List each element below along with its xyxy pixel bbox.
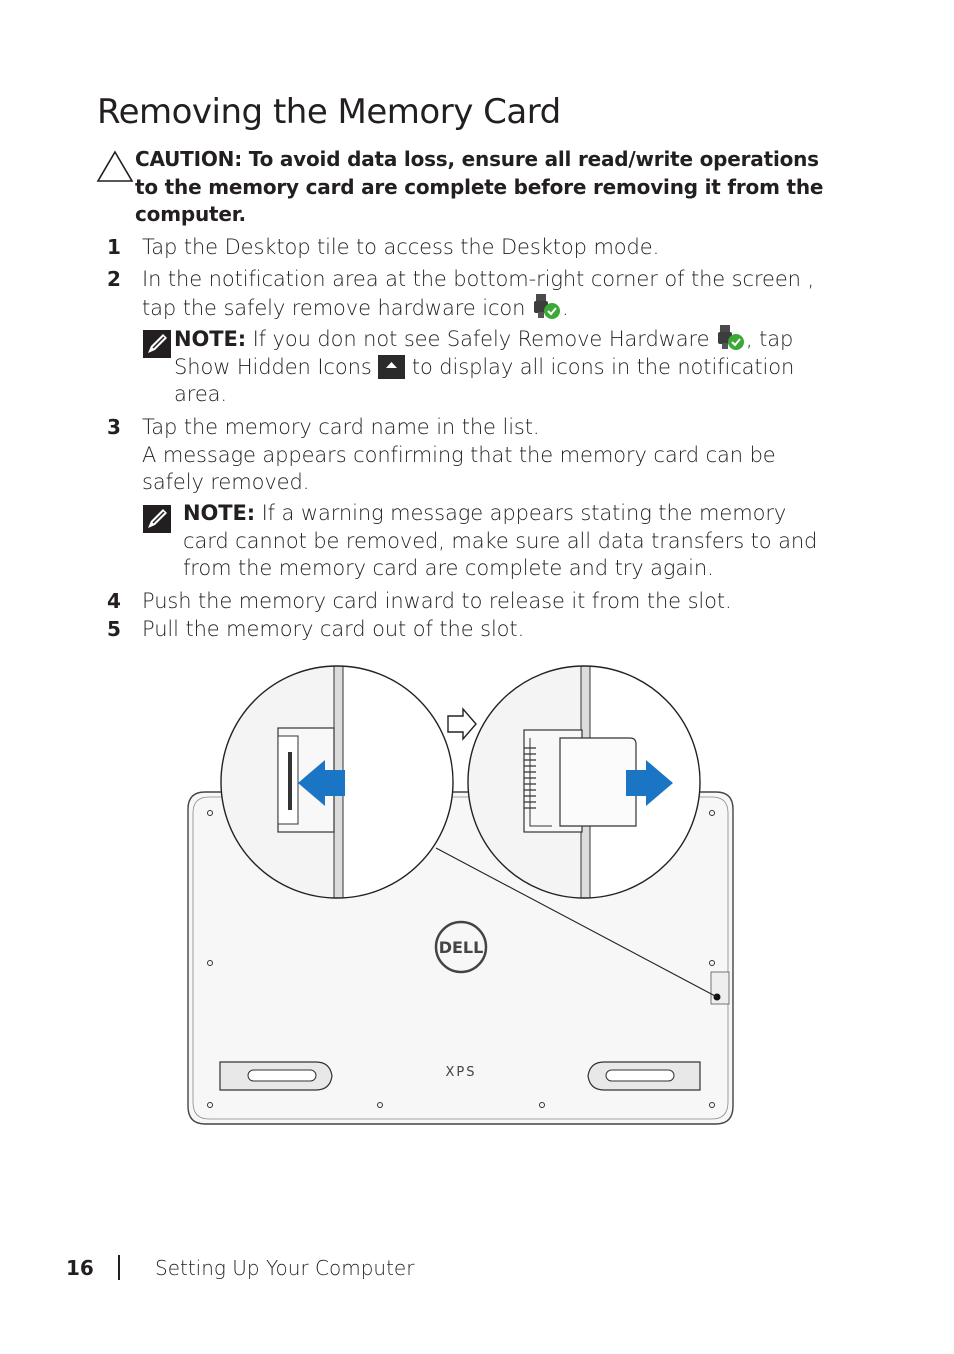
safely-remove-hardware-icon (533, 293, 560, 319)
note-label: NOTE: (183, 501, 255, 525)
caution-body: To avoid data loss, ensure all read/writ… (135, 147, 824, 226)
next-step-arrow-icon (447, 707, 477, 741)
step-number: 4 (107, 589, 121, 613)
note-icon (143, 330, 171, 358)
show-hidden-icons-icon (378, 354, 406, 379)
footer-section: Setting Up Your Computer (155, 1256, 415, 1280)
caution-block: CAUTION: To avoid data loss, ensure all … (135, 146, 835, 229)
page-title: Removing the Memory Card (97, 92, 561, 132)
note-icon (143, 505, 171, 533)
step-text: Push the memory card inward to release i… (142, 589, 732, 613)
step-text: Tap the Desktop tile to access the Deskt… (142, 235, 660, 259)
svg-text:DELL: DELL (439, 938, 484, 957)
step-number: 1 (107, 235, 121, 259)
page-number: 16 (66, 1256, 94, 1280)
step-number: 3 (107, 415, 121, 439)
push-arrow (298, 760, 345, 806)
step-text: In the notification area at the bottom-r… (142, 267, 815, 320)
step-number: 5 (107, 617, 121, 641)
zoom-circle-push (220, 665, 454, 899)
footer-divider (118, 1255, 120, 1280)
caution-icon (96, 150, 134, 182)
safely-remove-hardware-icon (718, 325, 744, 350)
step-text: Tap the memory card name in the list. A … (142, 415, 776, 494)
dell-logo: DELL (434, 920, 488, 974)
note-block: NOTE: If you don not see Safely Remove H… (174, 325, 795, 406)
step-number: 2 (107, 267, 121, 291)
note-label: NOTE: (174, 327, 246, 351)
xps-logo: XPS (446, 1065, 477, 1080)
step-text: Pull the memory card out of the slot. (142, 617, 525, 641)
pull-arrow (626, 760, 673, 806)
caution-label: CAUTION: (135, 147, 243, 171)
note-block: NOTE: If a warning message appears stati… (183, 501, 818, 580)
